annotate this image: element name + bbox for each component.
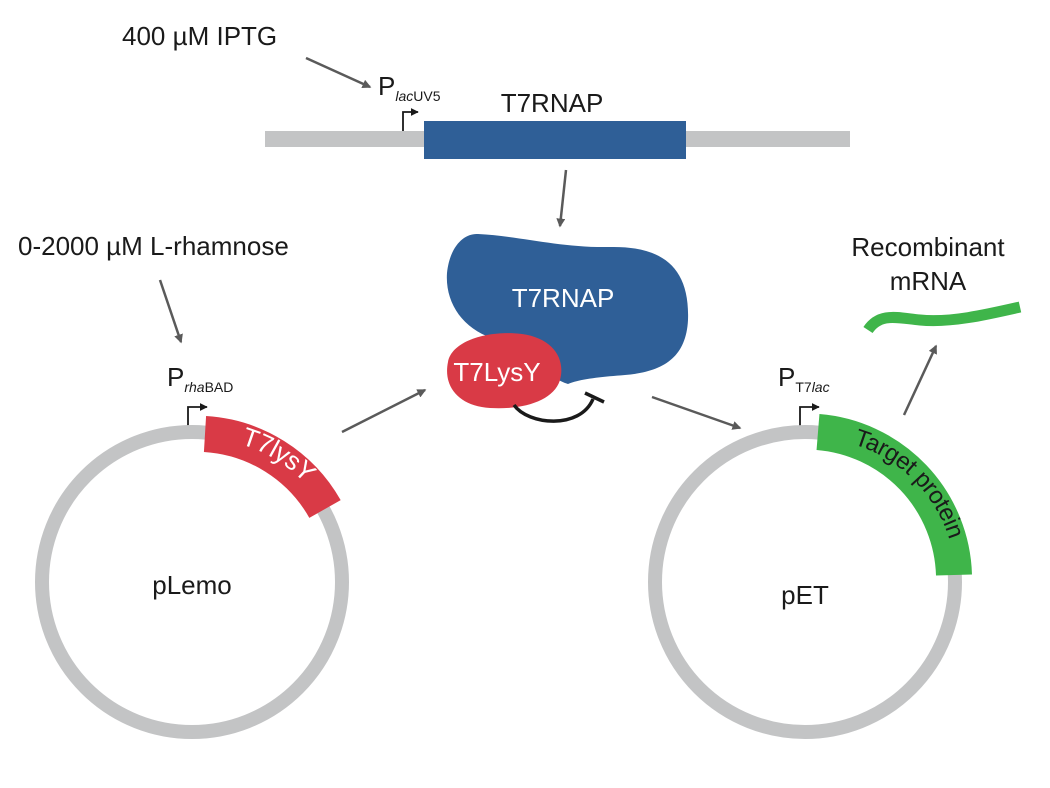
t7rnap-gene-block bbox=[424, 121, 686, 159]
t7rnap-protein bbox=[446, 233, 689, 384]
iptg-label: 400 µM IPTG bbox=[122, 21, 277, 51]
translation-arrow-t7lysy bbox=[341, 388, 427, 434]
plemo-plasmid bbox=[35, 425, 349, 739]
inhibition-curve bbox=[512, 398, 595, 423]
recombinant-mrna-squiggle bbox=[863, 301, 1022, 334]
t7rnap-to-pet-arrow bbox=[651, 395, 742, 430]
promoter-lacuv5-arrow bbox=[402, 108, 419, 131]
rhamnose-arrow bbox=[158, 279, 183, 344]
iptg-arrow bbox=[305, 56, 372, 89]
promoter-rhabad-label: PrhaBAD bbox=[167, 362, 233, 395]
target-protein-gene-segment bbox=[816, 414, 972, 576]
target-protein-gene-label: Target protein bbox=[851, 424, 969, 542]
rhamnose-label: 0-2000 µM L-rhamnose bbox=[18, 231, 289, 261]
pet-label: pET bbox=[781, 580, 829, 610]
transcription-arrow-t7rnap bbox=[556, 169, 568, 228]
t7lysy-protein-label: T7LysY bbox=[453, 357, 540, 387]
t7rnap-gene-label: T7RNAP bbox=[501, 88, 604, 118]
t7lysy-protein bbox=[447, 333, 562, 409]
t7rnap-protein-label: T7RNAP bbox=[512, 283, 615, 313]
transcription-arrow-mrna bbox=[902, 344, 938, 416]
recombinant-label-line2: mRNA bbox=[890, 266, 967, 296]
promoter-t7lac-arrow bbox=[799, 403, 820, 430]
promoter-lacuv5-label: PlacUV5 bbox=[378, 71, 441, 104]
t7lysy-gene-segment bbox=[203, 416, 341, 519]
promoter-t7lac-label: PT7lac bbox=[778, 362, 830, 395]
promoter-rhabad-arrow bbox=[187, 403, 208, 430]
inhibition-bar bbox=[584, 391, 605, 404]
pet-plasmid bbox=[648, 425, 962, 739]
recombinant-label-line1: Recombinant bbox=[851, 232, 1005, 262]
plemo-label: pLemo bbox=[152, 570, 232, 600]
